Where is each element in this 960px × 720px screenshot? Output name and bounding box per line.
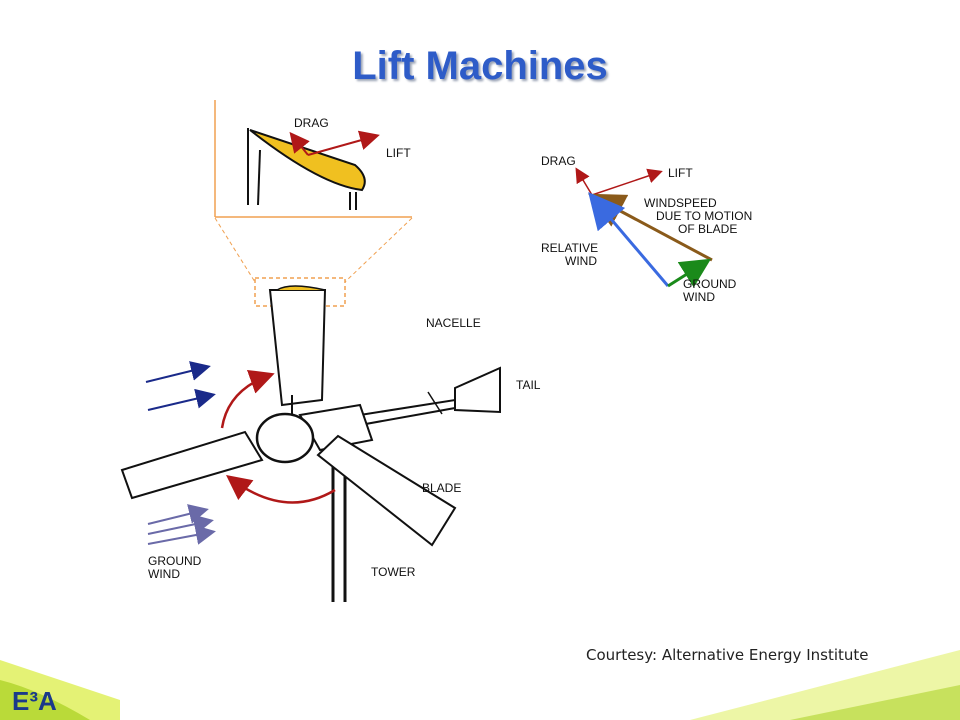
airfoil-inset: DRAG LIFT — [214, 100, 413, 307]
e3a-logo: E³A — [12, 686, 57, 716]
tail-label: TAIL — [516, 378, 541, 392]
vector-lift-label: LIFT — [668, 166, 693, 180]
rotation-arrow-upper — [220, 369, 275, 429]
relative-wind-arrow — [588, 192, 670, 287]
airfoil-shape — [249, 129, 366, 192]
relative-label-1: RELATIVE — [541, 241, 598, 255]
windspeed-label-1: WINDSPEED — [644, 196, 717, 210]
footer-decoration: E³A — [0, 650, 960, 720]
nacelle-label: NACELLE — [426, 316, 481, 330]
vector-ground-label-2: WIND — [683, 290, 715, 304]
inset-lift-arrow — [307, 130, 380, 156]
turbine-ground-label-2: WIND — [148, 567, 180, 581]
tail-hinge — [427, 391, 443, 415]
vector-ground-label-1: GROUND — [683, 277, 737, 291]
vector-drag-label: DRAG — [541, 154, 576, 168]
vector-diagram: DRAG LIFT WINDSPEED DUE TO MOTION OF BLA… — [541, 154, 752, 304]
inset-lift-label: LIFT — [386, 146, 411, 160]
vector-drag-arrow — [575, 167, 593, 196]
ground-wind-arrow — [667, 258, 712, 288]
footer-swoosh-right-inner — [790, 685, 960, 720]
wind-arrow-2 — [147, 388, 216, 411]
tail-vane — [454, 366, 501, 414]
relative-label-2: WIND — [565, 254, 597, 268]
windspeed-label-2: DUE TO MOTION — [656, 209, 752, 223]
blade-label: BLADE — [422, 481, 461, 495]
inset-drag-arrow — [289, 131, 310, 156]
left-blade — [120, 430, 264, 500]
ground-wind-arrow-3 — [147, 525, 216, 545]
tower-label: TOWER — [371, 565, 416, 579]
upper-blade — [268, 289, 327, 407]
slide-title: Lift Machines — [352, 44, 608, 88]
airfoil-post-2 — [257, 149, 261, 206]
wind-arrow-1 — [145, 361, 211, 383]
inset-drag-label: DRAG — [294, 116, 329, 130]
turbine-ground-label-1: GROUND — [148, 554, 202, 568]
courtesy-note: Courtesy: Alternative Energy Institute — [586, 646, 869, 664]
ground-wind-arrow-2 — [147, 514, 214, 535]
rotor-hub — [255, 412, 315, 464]
vector-lift-arrow — [591, 168, 663, 196]
ground-wind-arrow-1 — [147, 504, 209, 525]
turbine-drawing: NACELLE TAIL BLADE TOWER GROUND WIND — [120, 285, 541, 602]
rotation-arrow-lower — [226, 474, 336, 504]
lower-blade — [316, 434, 457, 547]
airfoil-right-posts — [349, 192, 357, 210]
zoom-line-left — [214, 217, 256, 283]
zoom-line-right — [344, 217, 413, 283]
windspeed-label-3: OF BLADE — [678, 222, 737, 236]
upper-blade-tip — [276, 285, 326, 291]
footer-swoosh-left-inner — [0, 680, 90, 720]
